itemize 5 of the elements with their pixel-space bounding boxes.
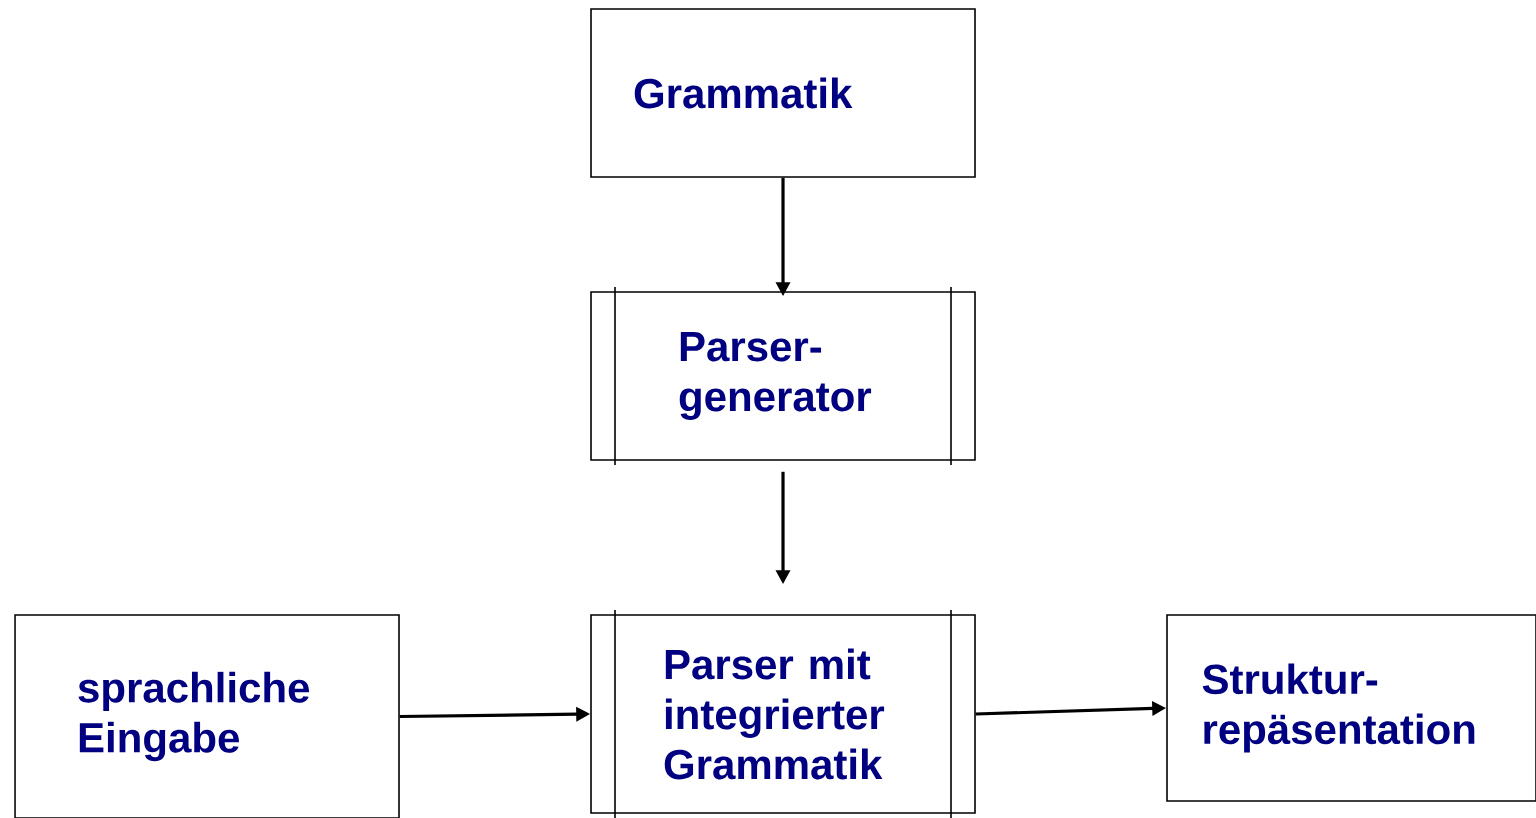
process-box: Grammatik [590,8,976,178]
process-box: Parser mit integrierter Grammatik [590,609,976,818]
process-box: sprachliche Eingabe [14,614,400,818]
process-box: Parser-generator [590,286,976,466]
process-box: Struktur-repäsentation [1166,614,1536,802]
